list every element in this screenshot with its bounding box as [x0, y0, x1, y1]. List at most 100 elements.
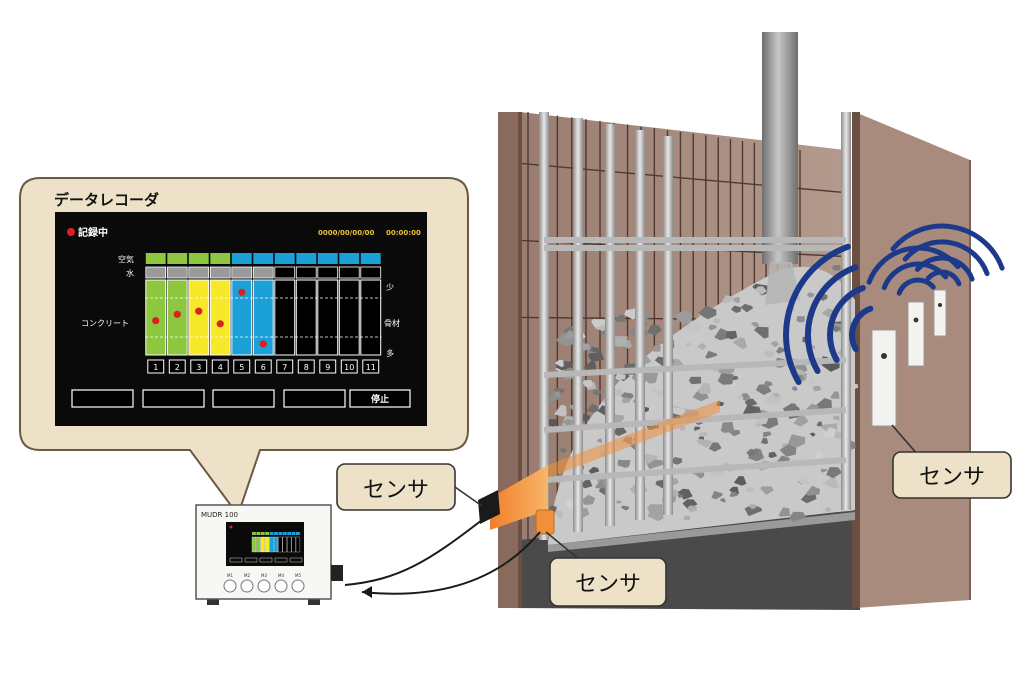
mini-air-cell [269, 532, 274, 535]
screen-button[interactable] [71, 389, 134, 408]
screen-button[interactable] [142, 389, 205, 408]
aggregate-chunk [647, 324, 662, 336]
device-knob[interactable] [223, 579, 237, 593]
mini-air-cell [291, 532, 296, 535]
side-label-aggregate: 骨材 [384, 318, 400, 328]
aggregate-chunk [824, 507, 831, 512]
aggregate-chunk [591, 319, 608, 328]
label-sensor-bottom-group: センサ [545, 531, 667, 607]
mini-air-cell [287, 532, 292, 535]
mini-air-cell [274, 532, 278, 535]
aggregate-chunk [733, 296, 741, 303]
mini-button [274, 557, 288, 563]
signal-wave-arc [925, 269, 962, 287]
left-wall [498, 112, 520, 608]
channel-label-box [319, 359, 337, 374]
aggregate-chunk [647, 504, 663, 515]
callout-title: データレコーダ [54, 191, 159, 209]
aggregate-chunk [671, 407, 686, 417]
aggregate-chunk [748, 504, 757, 510]
mini-concrete-cell [251, 536, 257, 553]
aggregate-chunk [708, 442, 722, 452]
signal-wave-arc [902, 239, 990, 277]
aggregate-chunk [682, 499, 698, 510]
device-foot-left [207, 597, 219, 605]
aggregate-chunk [586, 403, 599, 413]
screen-button[interactable] [349, 389, 411, 408]
mini-button [289, 557, 303, 563]
aggregate-chunk [812, 385, 822, 392]
aggregate-chunk [580, 478, 593, 489]
air-cell [296, 253, 317, 264]
label-sensor-bottom: センサ [575, 572, 641, 597]
channel-label: 4 [218, 363, 223, 372]
recorder-callout: データレコーダ 記録中 0000/00/00/00 00:00:00 空気 水 … [19, 177, 469, 518]
sensor-head [478, 490, 500, 524]
rebar-horizontal [543, 357, 847, 378]
aggregate-chunk [613, 426, 627, 436]
mini-concrete-cell [278, 536, 283, 553]
screen-time: 00:00:00 [386, 229, 421, 237]
air-cell [253, 253, 274, 264]
signal-wave-arc [827, 285, 866, 363]
aggregate-chunk [740, 303, 753, 313]
water-cell [360, 266, 382, 279]
screen-button[interactable] [212, 389, 275, 408]
aggregate-chunk [583, 361, 597, 371]
device-knob[interactable] [274, 579, 288, 593]
wall-sensor-3 [933, 289, 947, 337]
device-mini-screen [229, 525, 303, 563]
knob-label: M4 [278, 573, 284, 578]
aggregate-chunk [813, 503, 822, 511]
mini-concrete-cell [260, 536, 265, 553]
concrete-cell [231, 279, 253, 356]
mini-concrete-cell [256, 536, 261, 553]
aggregate-chunk [813, 450, 823, 459]
channel-label-box [297, 359, 315, 374]
aggregate-chunk [750, 322, 760, 328]
mini-concrete-cell [265, 536, 270, 553]
aggregate-chunk [621, 397, 631, 404]
cable-2 [361, 531, 541, 595]
device-knob[interactable] [257, 579, 271, 593]
rebar-horizontal [543, 457, 847, 483]
channel-label: 6 [261, 363, 266, 372]
aggregate-chunk [754, 422, 761, 427]
aggregate-chunk [820, 468, 828, 473]
aggregate-chunk [768, 451, 778, 459]
aggregate-chunk [806, 292, 815, 298]
aggregate-chunk [754, 286, 767, 295]
aggregate-chunk [641, 372, 659, 384]
signal-wave-arc [915, 255, 975, 282]
screen-button[interactable] [283, 389, 346, 408]
aggregate-chunk [677, 488, 693, 500]
signal-wave-arc [896, 277, 936, 296]
aggregate-chunk [731, 305, 742, 313]
aggregate-chunk [747, 448, 765, 462]
level-dot [259, 340, 267, 348]
sensor-strip [490, 465, 548, 530]
aggregate-chunk [831, 325, 841, 332]
aggregate-chunk [815, 398, 832, 409]
device-knob[interactable] [291, 579, 305, 593]
aggregate-chunk [789, 511, 807, 522]
aggregate-chunk [588, 352, 604, 363]
aggregate-chunk [679, 426, 686, 431]
aggregate-chunk [791, 386, 798, 391]
wall-sensors [871, 289, 947, 427]
concrete-cell [317, 279, 339, 356]
aggregate-chunk [677, 494, 684, 498]
aggregate-chunk [770, 341, 780, 348]
aggregate-chunk [580, 494, 596, 505]
concrete-cell [209, 279, 231, 356]
label-sensor-left-group: センサ [336, 463, 483, 511]
concrete-cell [274, 279, 296, 356]
device-knob[interactable] [240, 579, 254, 593]
aggregate-chunk [772, 392, 780, 398]
aggregate-chunk [705, 350, 718, 359]
mini-air-cell [265, 532, 270, 535]
aggregate-chunk [732, 337, 748, 350]
screen-button-label: 停止 [371, 393, 389, 405]
aggregate-chunk [760, 486, 774, 495]
